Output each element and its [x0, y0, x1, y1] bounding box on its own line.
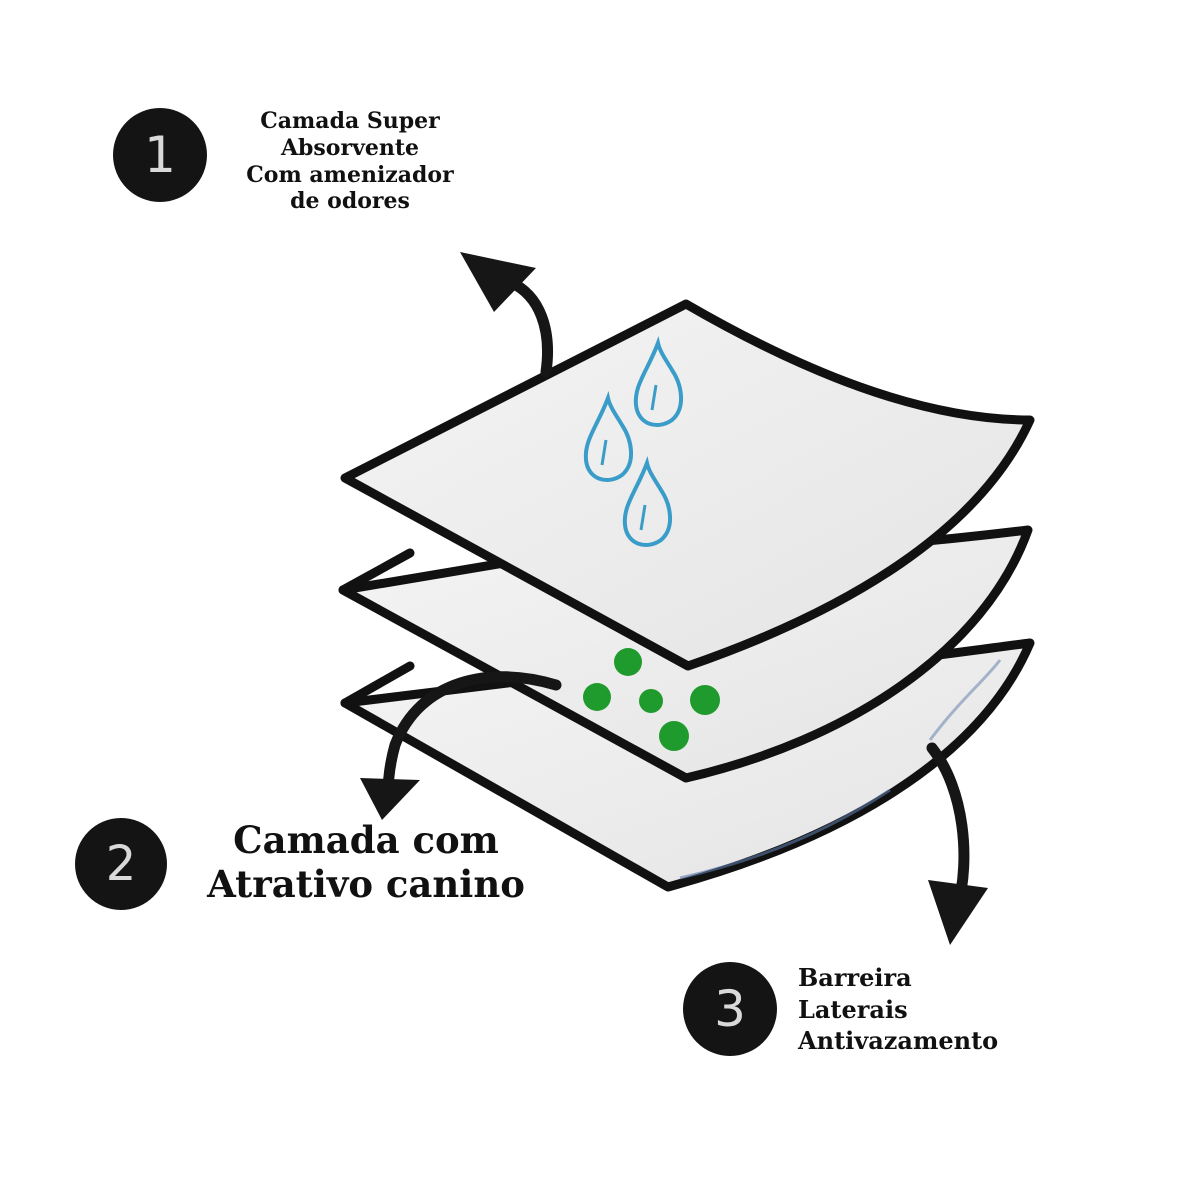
- layer-1-label-line: Com amenizador: [246, 161, 454, 188]
- water-drop-icon: [622, 455, 672, 547]
- water-drop-icon: [633, 335, 683, 427]
- layer-1-label-line: de odores: [290, 188, 410, 215]
- attractant-dot-icon: [614, 648, 642, 676]
- attractant-dot-icon: [659, 721, 689, 751]
- layer-3-label-line: Barreira: [798, 963, 912, 992]
- layer-3-label: Barreira Laterais Antivazamento: [798, 962, 1118, 1057]
- water-drop-icon: [583, 390, 633, 482]
- attractant-dot-icon: [690, 685, 720, 715]
- layer-3-label-line: Laterais: [798, 994, 908, 1024]
- arrow-to-label-3: [926, 742, 988, 945]
- arrow-to-label-1: [460, 252, 553, 378]
- attractant-dot-icon: [583, 683, 611, 711]
- layer-2-label-line: Atrativo canino: [207, 862, 525, 907]
- step-2-badge: 2: [75, 818, 167, 910]
- step-3-badge: 3: [683, 962, 777, 1056]
- layer-1-label-line: Camada Super: [260, 108, 440, 134]
- curved-arrow-icon: [504, 276, 553, 378]
- layer-2-label: Camada com Atrativo canino: [166, 818, 566, 907]
- layer-1-label: Camada Super Absorvente Com amenizador d…: [210, 108, 490, 215]
- layer-1-label-line: Absorvente: [280, 134, 420, 161]
- layer-2-label-line: Camada com: [233, 818, 499, 862]
- water-drops: [583, 335, 683, 547]
- attractant-dot-icon: [639, 689, 663, 713]
- step-3-number: 3: [714, 980, 746, 1038]
- arrow-to-label-2: [360, 671, 562, 820]
- step-1-number: 1: [144, 126, 176, 184]
- layer-3-label-line: Antivazamento: [798, 1026, 999, 1056]
- attractant-dots: [583, 648, 720, 751]
- step-1-badge: 1: [113, 108, 207, 202]
- layer-1-sheet: [340, 299, 1035, 671]
- step-2-number: 2: [105, 836, 137, 892]
